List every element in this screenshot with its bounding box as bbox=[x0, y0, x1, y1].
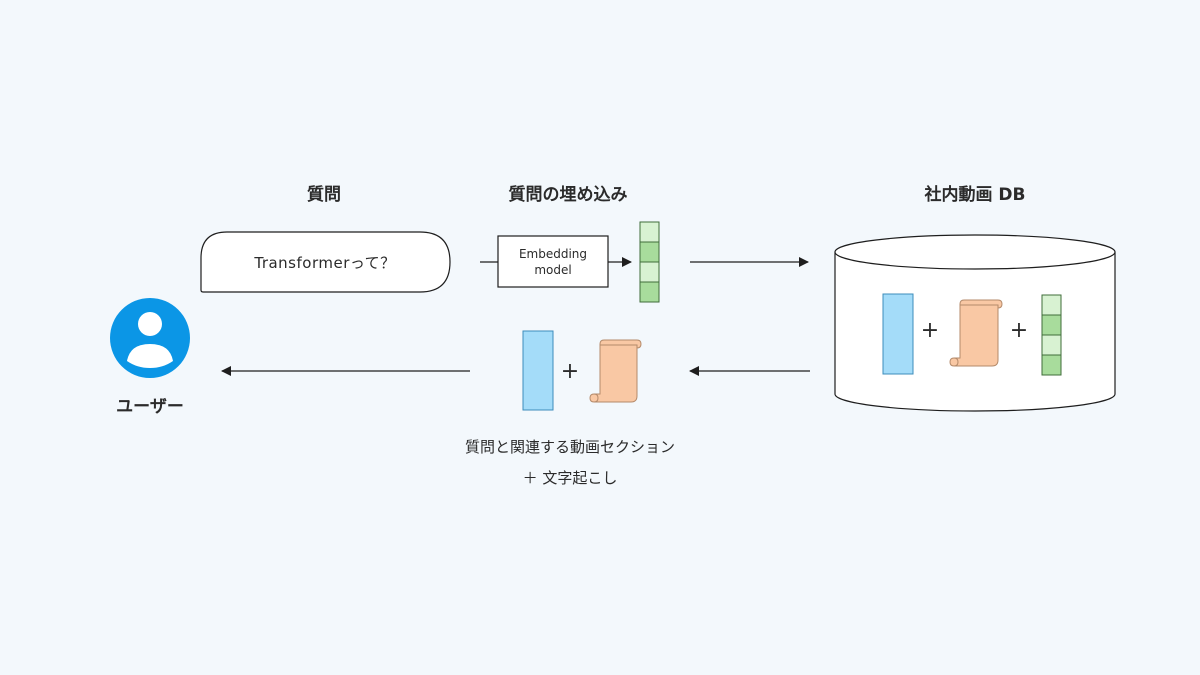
question-embedding-label: 質問の埋め込み bbox=[509, 184, 628, 205]
query-text: Transformerって？ bbox=[253, 254, 395, 272]
user-label: ユーザー bbox=[116, 397, 184, 417]
result-plus: + bbox=[561, 359, 579, 384]
db-embedding-vector-icon bbox=[1041, 294, 1062, 376]
db-plus-1: + bbox=[921, 318, 939, 343]
db-scroll-icon bbox=[949, 299, 1003, 367]
user-avatar-icon bbox=[110, 298, 190, 378]
query-embedding-vector-icon bbox=[639, 221, 660, 303]
result-scroll-icon bbox=[589, 339, 642, 403]
question-label: 質問 bbox=[307, 184, 341, 205]
db-video-segment-icon bbox=[882, 293, 914, 375]
related-sections-caption-line2: ＋ 文字起こし bbox=[523, 469, 618, 487]
db-plus-2: + bbox=[1010, 318, 1028, 343]
embedding-model-box: Embedding model bbox=[497, 235, 609, 288]
query-bubble: Transformerって？ bbox=[200, 231, 451, 293]
result-video-segment-icon bbox=[522, 330, 554, 411]
company-video-db-label: 社内動画 DB bbox=[924, 184, 1026, 205]
embedding-model-line2: model bbox=[534, 263, 571, 277]
embedding-model-line1: Embedding bbox=[519, 247, 587, 261]
related-sections-caption-line1: 質問と関連する動画セクション bbox=[465, 438, 675, 456]
